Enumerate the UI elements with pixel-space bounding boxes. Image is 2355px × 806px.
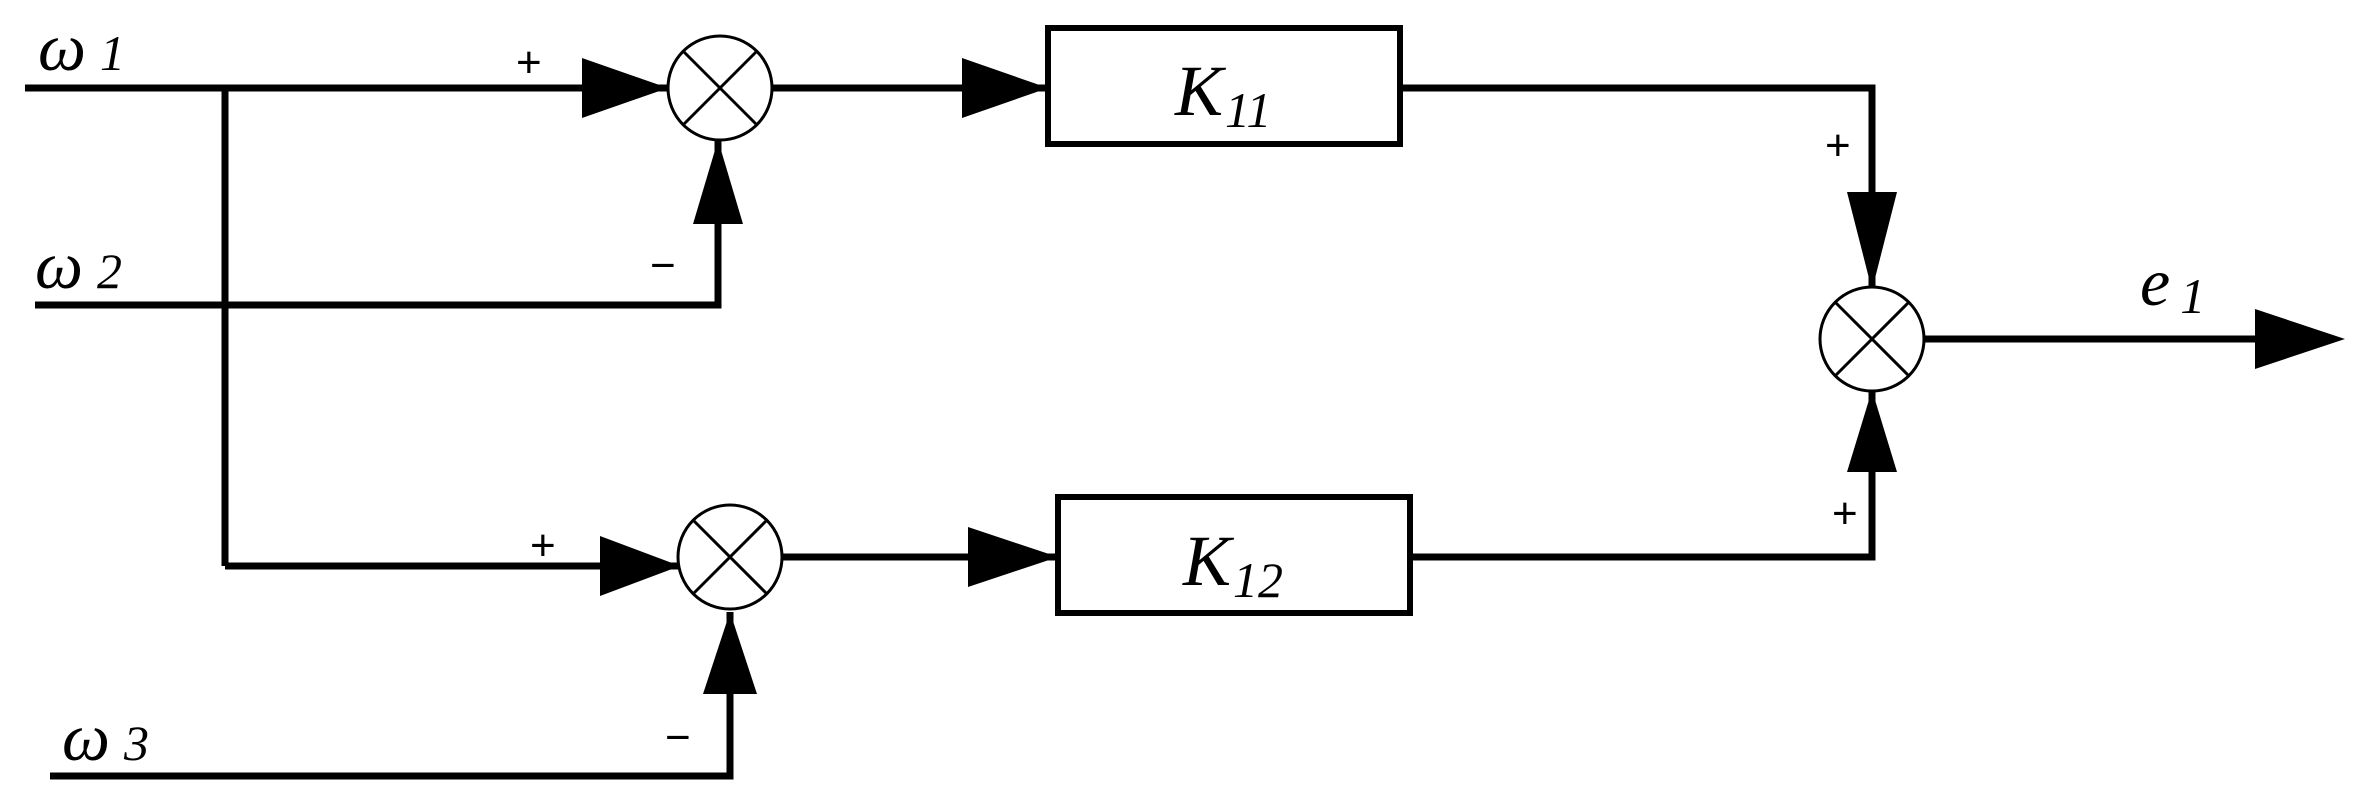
block-k11 — [1045, 25, 1403, 147]
arrowhead-j1-k11 — [962, 58, 1048, 118]
arrowhead-e1-output — [2255, 309, 2345, 369]
arrowhead-w1-j2 — [600, 536, 680, 596]
wire-k12-j3 — [1410, 390, 1876, 561]
arrowhead-k12-j3 — [1847, 390, 1897, 472]
block-k12 — [1055, 494, 1413, 616]
arrowhead-w3-j2 — [703, 612, 757, 694]
sign-j2-minus: − — [665, 713, 691, 762]
wire-w2 — [35, 140, 722, 309]
block-k11-label: K11 — [1174, 51, 1271, 138]
sign-j2-plus: + — [530, 521, 556, 570]
block-k12-label: K12 — [1182, 521, 1283, 608]
wire-w3 — [50, 612, 734, 780]
summing-junction-3 — [1818, 285, 1926, 393]
summing-junction-1 — [666, 34, 774, 142]
sign-j3-top-plus: + — [1825, 121, 1851, 170]
arrowhead-w2-j1 — [693, 140, 743, 224]
sign-j1-minus: − — [650, 241, 676, 290]
wire-k11-j3 — [1400, 84, 1876, 290]
sign-j1-plus: + — [516, 38, 542, 87]
arrowhead-w1-j1 — [582, 58, 668, 118]
arrowhead-j2-k12 — [968, 527, 1058, 587]
arrowhead-k11-j3 — [1847, 192, 1897, 290]
sign-j3-bottom-plus: + — [1832, 489, 1858, 538]
summing-junction-2 — [676, 503, 784, 611]
